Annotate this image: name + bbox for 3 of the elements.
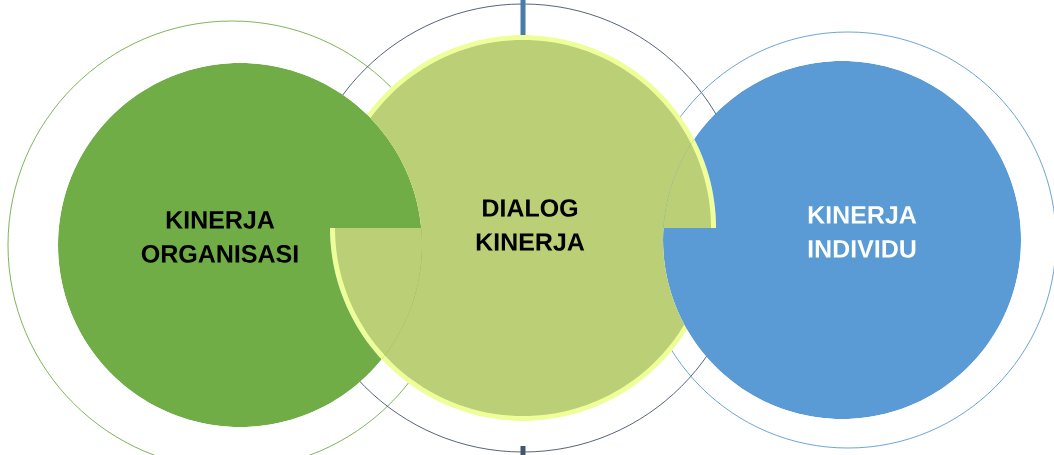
circle-label: KINERJA ORGANISASI <box>141 211 298 263</box>
circle-label: KINERJA INDIVIDU <box>808 206 917 258</box>
circle-label: DIALOG KINERJA <box>476 199 585 251</box>
